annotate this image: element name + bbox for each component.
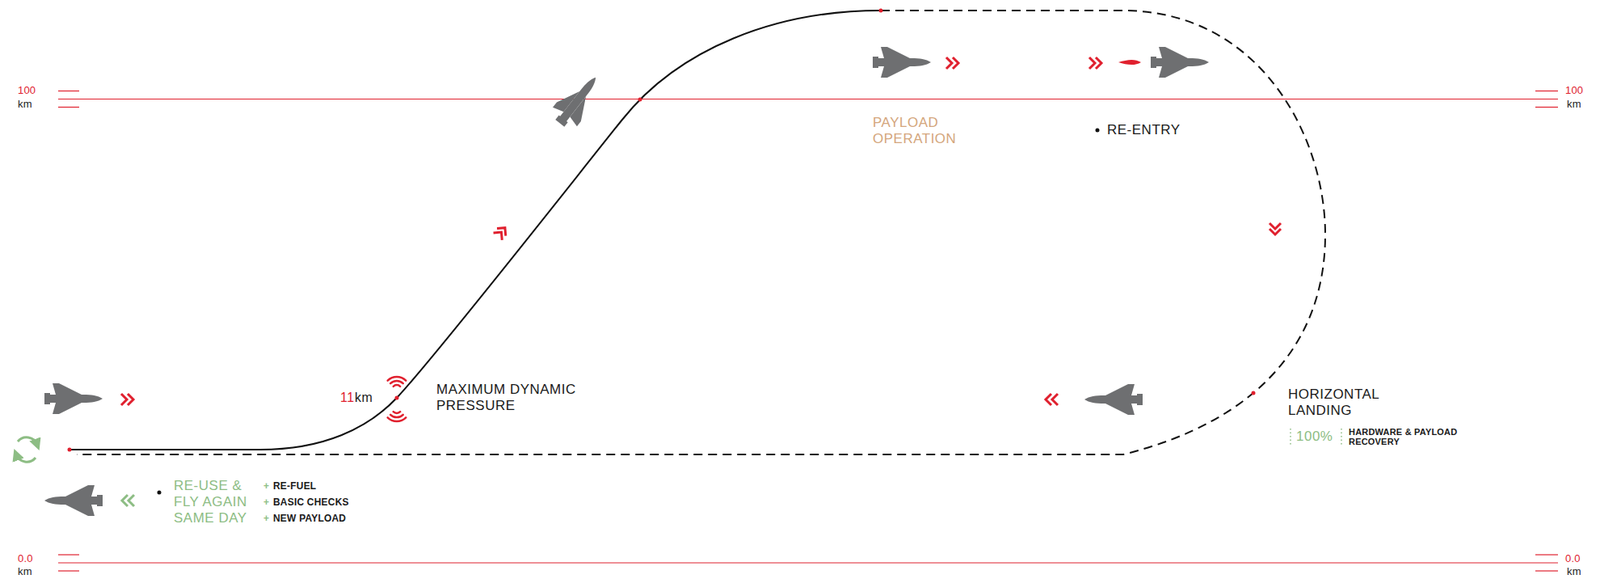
tick-mark (58, 90, 80, 92)
phase-label: PAYLOAD OPERATION (872, 114, 956, 148)
spaceplane-icon (547, 67, 608, 133)
trajectory-point (67, 447, 72, 452)
wave-arc (393, 411, 400, 413)
altitude-line (58, 91, 1558, 572)
tick-mark (58, 553, 80, 555)
direction-chevron (946, 57, 959, 69)
spaceplane-icon (872, 46, 931, 78)
phase-label: HORIZONTAL LANDING (1288, 386, 1380, 419)
spaceplane-icon (44, 484, 103, 516)
recovery-note: HARDWARE & PAYLOAD RECOVERY (1348, 426, 1487, 447)
wave-arc (387, 416, 407, 422)
wave-arc (387, 376, 407, 381)
ascent-trajectory (69, 10, 881, 450)
direction-chevron (1045, 393, 1058, 405)
trajectory-point (638, 97, 643, 102)
bullet-dot (157, 490, 162, 495)
direction-chevron (121, 393, 134, 405)
direction-chevron (122, 494, 135, 506)
list-plus: + (263, 512, 270, 524)
trajectory-point (879, 8, 884, 13)
direction-chevron (493, 223, 510, 240)
recovery-percent: 100% (1296, 428, 1333, 445)
altitude-value: 100 (17, 84, 36, 97)
dotted-bracket (1289, 428, 1292, 447)
list-plus: + (263, 480, 270, 492)
wave-arc (390, 380, 404, 384)
dotted-bracket (1340, 428, 1343, 447)
turnaround-step: BASIC CHECKS (273, 496, 350, 508)
tick-mark (1535, 90, 1558, 92)
bullet-dot (1095, 128, 1100, 133)
spaceplane-icon (44, 383, 103, 414)
tick-mark (1535, 553, 1558, 555)
altitude-unit: km (17, 564, 33, 578)
trajectory-point (1251, 391, 1256, 396)
tick-mark (1535, 569, 1558, 571)
altitude-unit: km (354, 389, 373, 405)
altitude-value: 0.0 (17, 551, 34, 565)
altitude-value: 11 (340, 389, 355, 405)
altitude-unit: km (1566, 564, 1582, 578)
turnaround-step: RE-FUEL (273, 480, 316, 492)
turnaround-step: NEW PAYLOAD (273, 512, 346, 524)
reuse-label: RE-USE & FLY AGAIN SAME DAY (173, 477, 265, 527)
phase-label: RE-ENTRY (1107, 122, 1181, 139)
ground-line (58, 561, 1558, 563)
reentry-flame (1118, 59, 1142, 65)
altitude-value: 0.0 (1565, 551, 1581, 565)
tick-mark (58, 106, 80, 108)
wave-arc (393, 384, 400, 387)
spaceplane-icon (1150, 46, 1209, 78)
tick-mark (1535, 106, 1558, 108)
phase-label: MAXIMUM DYNAMIC PRESSURE (436, 381, 607, 414)
pressure-waves (387, 376, 407, 422)
wave-arc (390, 414, 404, 417)
tick-mark (58, 569, 80, 571)
spaceplane-icon (1084, 383, 1143, 415)
altitude-unit: km (1566, 97, 1582, 111)
cycle-arrow (16, 454, 36, 462)
trajectory-point (395, 395, 400, 400)
altitude-value: 100 (1565, 84, 1584, 97)
altitude-unit: km (17, 97, 33, 111)
direction-chevron (1089, 57, 1102, 69)
altitude-100-line (58, 98, 1558, 100)
cycle-arrow (17, 437, 38, 445)
return-trajectory (76, 10, 1326, 455)
direction-chevron (1269, 223, 1281, 235)
reuse-cycle-symbol (16, 437, 38, 462)
list-plus: + (263, 496, 270, 508)
